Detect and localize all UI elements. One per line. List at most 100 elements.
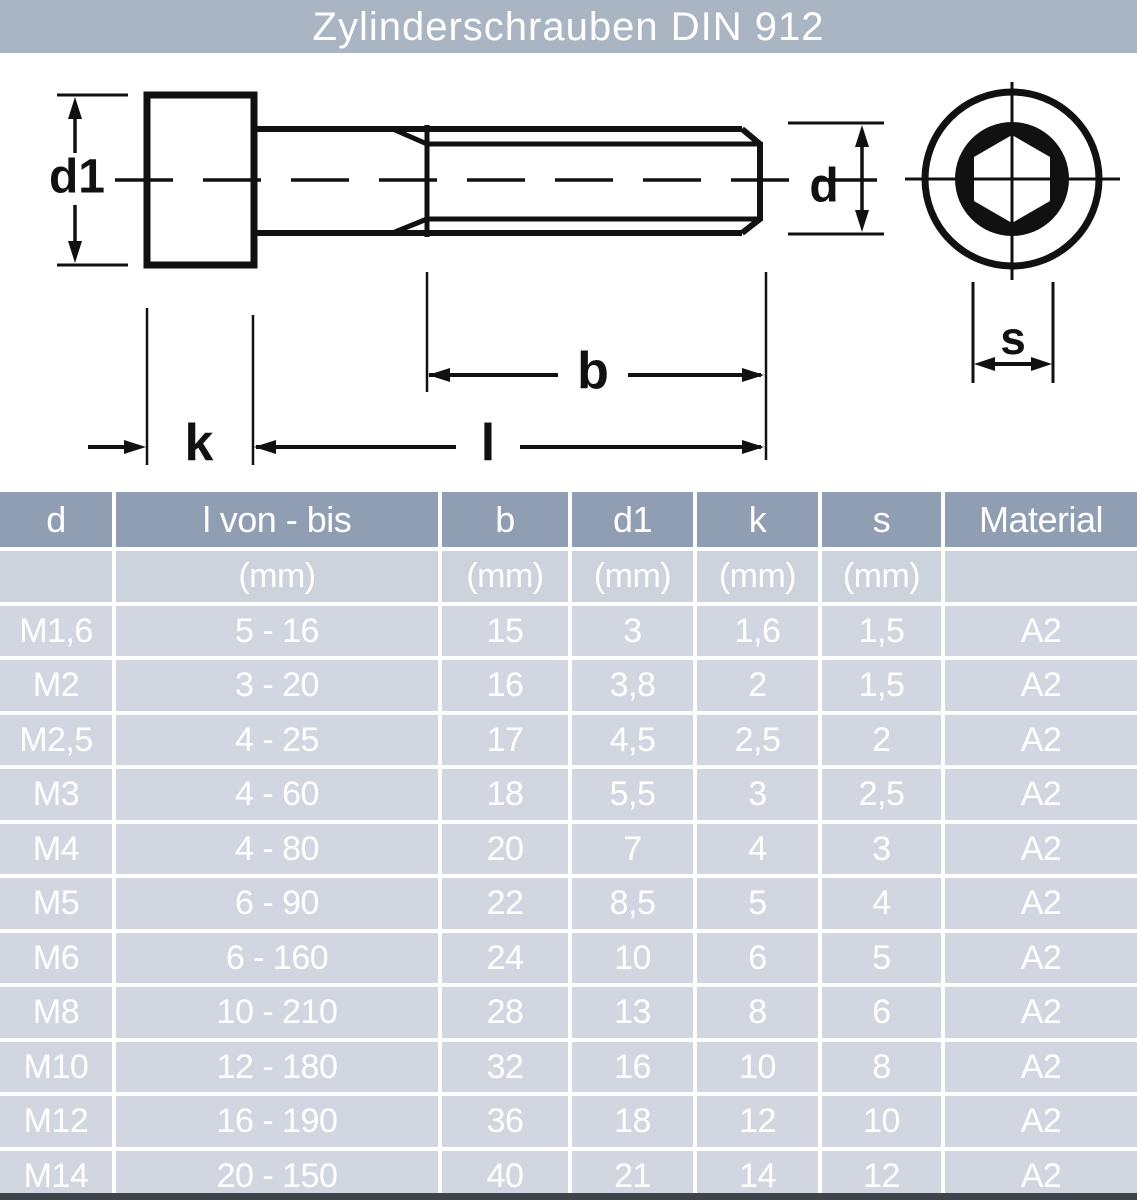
cell-M6-material: A2: [945, 932, 1137, 983]
cell-M6-s: 5: [822, 932, 941, 983]
cell-M3-l-von-bis: 4 - 60: [116, 769, 438, 820]
cell-M1,6-b: 15: [442, 605, 568, 656]
cell-M1,6-l-von-bis: 5 - 16: [116, 605, 438, 656]
screw-side-view: [115, 91, 882, 269]
label-l: l: [481, 414, 495, 472]
label-s: s: [1000, 312, 1026, 364]
cell-M4-k: 4: [697, 823, 818, 874]
cell-M4-d1: 7: [572, 823, 693, 874]
cell-M4-material: A2: [945, 823, 1137, 874]
label-d1: d1: [49, 151, 105, 204]
cell-M5-s: 4: [822, 878, 941, 929]
cell-M12-material: A2: [945, 1096, 1137, 1147]
cell-M10-l-von-bis: 12 - 180: [116, 1041, 438, 1092]
cell-M12-s: 10: [822, 1096, 941, 1147]
cell-M12-k: 12: [697, 1096, 818, 1147]
screw-end-view: [905, 82, 1120, 280]
thread-minor-lines: [427, 141, 760, 222]
cell-M14-l-von-bis: 20 - 150: [116, 1150, 438, 1200]
unit-cell-b: (mm): [442, 551, 568, 602]
cell-M3-d1: 5,5: [572, 769, 693, 820]
col-header-l-von-bis: l von - bis: [116, 492, 438, 547]
cell-M4-b: 20: [442, 823, 568, 874]
cell-M10-material: A2: [945, 1041, 1137, 1092]
cell-M2-k: 2: [697, 660, 818, 711]
cell-M14-s: 12: [822, 1150, 941, 1200]
label-b: b: [577, 342, 609, 400]
cell-M8-s: 6: [822, 987, 941, 1038]
dimension-d: [788, 121, 884, 236]
cell-M8-d: M8: [0, 987, 112, 1038]
cell-M5-k: 5: [697, 878, 818, 929]
cell-M14-d1: 21: [572, 1150, 693, 1200]
cell-M5-l-von-bis: 6 - 90: [116, 878, 438, 929]
dimension-k: [88, 440, 146, 454]
cell-M3-material: A2: [945, 769, 1137, 820]
cell-M10-d: M10: [0, 1041, 112, 1092]
unit-cell-l-von-bis: (mm): [116, 551, 438, 602]
cell-M2,5-b: 17: [442, 714, 568, 765]
cell-M6-d1: 10: [572, 932, 693, 983]
unit-cell-material: [945, 551, 1137, 602]
col-header-b: b: [442, 492, 568, 547]
label-d: d: [809, 160, 838, 213]
cell-M6-l-von-bis: 6 - 160: [116, 932, 438, 983]
cell-M10-k: 10: [697, 1041, 818, 1092]
cell-M8-k: 8: [697, 987, 818, 1038]
dimension-d1: [57, 93, 128, 267]
cell-M1,6-d1: 3: [572, 605, 693, 656]
cell-M1,6-d: M1,6: [0, 605, 112, 656]
col-header-k: k: [697, 492, 818, 547]
screw-diagram-svg: d1 d s b l k: [49, 82, 1120, 472]
screw-shaft-outline: [254, 126, 742, 236]
cell-M4-d: M4: [0, 823, 112, 874]
technical-drawing: d1 d s b l k: [0, 53, 1137, 492]
cell-M2-s: 1,5: [822, 660, 941, 711]
cell-M5-b: 22: [442, 878, 568, 929]
cell-M4-s: 3: [822, 823, 941, 874]
cell-M3-s: 2,5: [822, 769, 941, 820]
bottom-strip: [0, 1193, 1137, 1200]
cell-M14-k: 14: [697, 1150, 818, 1200]
cell-M1,6-s: 1,5: [822, 605, 941, 656]
cell-M2,5-k: 2,5: [697, 714, 818, 765]
cell-M1,6-material: A2: [945, 605, 1137, 656]
cell-M5-material: A2: [945, 878, 1137, 929]
cell-M2-b: 16: [442, 660, 568, 711]
cell-M5-d1: 8,5: [572, 878, 693, 929]
cell-M3-b: 18: [442, 769, 568, 820]
cell-M2-l-von-bis: 3 - 20: [116, 660, 438, 711]
cell-M10-b: 32: [442, 1041, 568, 1092]
cell-M2-d1: 3,8: [572, 660, 693, 711]
unit-cell-d1: (mm): [572, 551, 693, 602]
cell-M12-b: 36: [442, 1096, 568, 1147]
cell-M8-b: 28: [442, 987, 568, 1038]
cell-M1,6-k: 1,6: [697, 605, 818, 656]
cell-M6-k: 6: [697, 932, 818, 983]
end-view-crosshair: [905, 82, 1120, 280]
cell-M14-d: M14: [0, 1150, 112, 1200]
cell-M3-d: M3: [0, 769, 112, 820]
col-header-material: Material: [945, 492, 1137, 547]
cell-M2,5-d1: 4,5: [572, 714, 693, 765]
cell-M2-d: M2: [0, 660, 112, 711]
cell-M5-d: M5: [0, 878, 112, 929]
cell-M10-s: 8: [822, 1041, 941, 1092]
cell-M12-l-von-bis: 16 - 190: [116, 1096, 438, 1147]
label-k: k: [185, 414, 214, 472]
cell-M12-d1: 18: [572, 1096, 693, 1147]
cell-M4-l-von-bis: 4 - 80: [116, 823, 438, 874]
title-bar: Zylinderschrauben DIN 912: [0, 0, 1137, 53]
dimension-s: [971, 282, 1055, 383]
page-title: Zylinderschrauben DIN 912: [312, 4, 825, 49]
cell-M12-d: M12: [0, 1096, 112, 1147]
cell-M10-d1: 16: [572, 1041, 693, 1092]
unit-cell-s: (mm): [822, 551, 941, 602]
cell-M2,5-l-von-bis: 4 - 25: [116, 714, 438, 765]
cell-M8-d1: 13: [572, 987, 693, 1038]
cell-M2,5-d: M2,5: [0, 714, 112, 765]
cell-M3-k: 3: [697, 769, 818, 820]
cell-M8-l-von-bis: 10 - 210: [116, 987, 438, 1038]
col-header-s: s: [822, 492, 941, 547]
